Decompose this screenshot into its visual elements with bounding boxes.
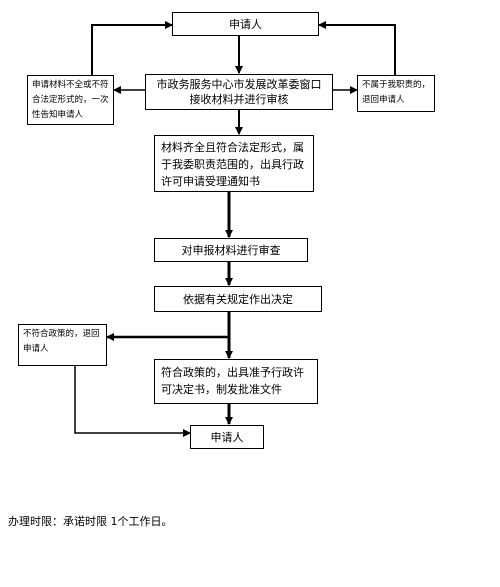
applicant-bottom-label: 申请人	[210, 430, 244, 444]
applicant-top-box: 申请人	[172, 12, 319, 36]
time-limit-note: 办理时限：承诺时限 1个工作日。	[8, 515, 173, 528]
review-label: 对申报材料进行审查	[181, 243, 281, 257]
not-in-scope-label: 不属于我职责的，退回申请人	[362, 80, 431, 105]
accepted-box: 材料齐全且符合法定形式，属于我委职责范围的，出具行政许可申请受理通知书	[154, 135, 314, 192]
incomplete-box: 申请材料不全或不符合法定形式的，一次性告知申请人	[27, 75, 114, 125]
comply-label: 符合政策的，出具准予行政许可决定书，制发批准文件	[161, 366, 304, 396]
arrow-incomplete-to-applicant	[91, 21, 173, 75]
applicant-top-label: 申请人	[229, 17, 262, 31]
accepted-label: 材料齐全且符合法定形式，属于我委职责范围的，出具行政许可申请受理通知书	[161, 141, 304, 188]
applicant-bottom-box: 申请人	[190, 425, 264, 449]
comply-box: 符合政策的，出具准予行政许可决定书，制发批准文件	[154, 359, 318, 404]
not-comply-box: 不符合政策的，退回申请人	[18, 324, 107, 366]
decide-label: 依据有关规定作出决定	[183, 292, 293, 306]
incomplete-label: 申请材料不全或不符合法定形式的，一次性告知申请人	[32, 80, 109, 120]
receive-label: 市政务服务中心市发展改革委窗口接收材料并进行审核	[156, 78, 322, 106]
decide-box: 依据有关规定作出决定	[154, 286, 322, 312]
not-in-scope-box: 不属于我职责的，退回申请人	[357, 75, 435, 112]
review-box: 对申报材料进行审查	[154, 238, 308, 262]
arrow-not-in-scope-to-applicant	[318, 21, 396, 75]
arrow-not-comply-to-applicant	[74, 366, 191, 437]
not-comply-label: 不符合政策的，退回申请人	[23, 329, 100, 354]
receive-box: 市政务服务中心市发展改革委窗口接收材料并进行审核	[145, 74, 333, 110]
